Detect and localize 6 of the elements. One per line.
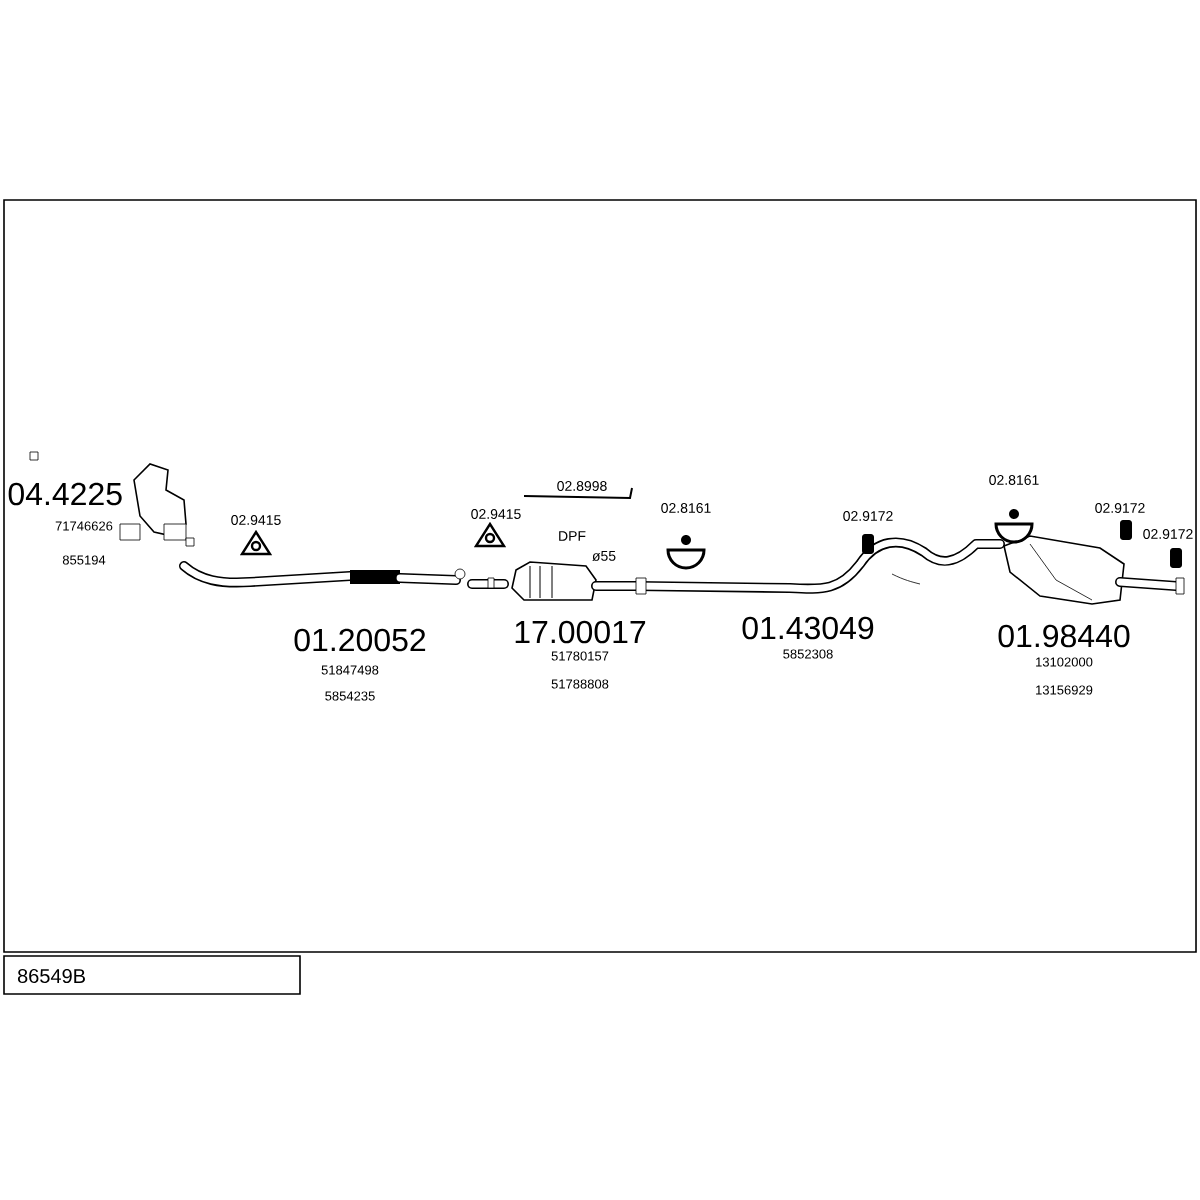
part-number: 04.4225 (8, 482, 122, 506)
part-number: 01.20052 (294, 628, 426, 652)
title-box: 86549B (3, 955, 301, 995)
part-number: 17.00017 (515, 620, 646, 644)
part-number: 01.43049 (742, 616, 874, 640)
part-number: 01.98440 (998, 624, 1130, 648)
